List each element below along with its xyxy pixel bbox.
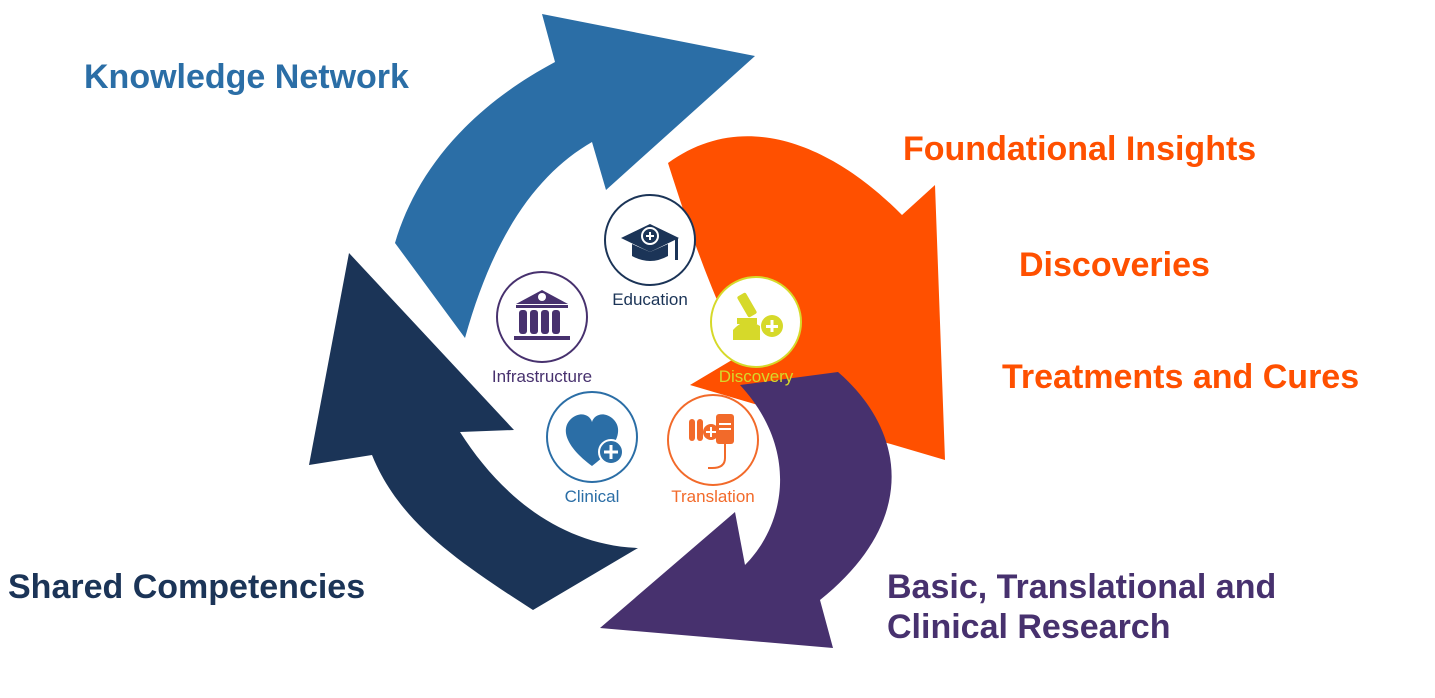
graduation-cap-icon xyxy=(621,224,679,261)
infrastructure-label: Infrastructure xyxy=(492,367,592,386)
education-badge: Education xyxy=(604,194,696,309)
microscope-icon xyxy=(733,292,783,340)
infrastructure-badge: Infrastructure xyxy=(492,271,592,386)
translation-badge: Translation xyxy=(667,394,759,506)
research-label-line1: Basic, Translational and xyxy=(887,568,1277,606)
knowledge-network-label: Knowledge Network xyxy=(84,58,409,96)
research-label-line2: Clinical Research xyxy=(887,608,1171,646)
translation-label: Translation xyxy=(671,487,754,506)
education-label: Education xyxy=(612,290,688,309)
shared-competencies-arrow xyxy=(309,253,638,610)
foundational-insights-arrow xyxy=(668,136,945,460)
treatments-and-cures-label: Treatments and Cures xyxy=(1002,358,1360,396)
discovery-badge: Discovery xyxy=(710,276,802,386)
discoveries-label: Discoveries xyxy=(1019,246,1210,284)
shared-competencies-label: Shared Competencies xyxy=(8,568,366,606)
heart-plus-icon xyxy=(565,414,624,466)
foundational-insights-label: Foundational Insights xyxy=(903,130,1257,168)
research-arrow xyxy=(600,372,892,648)
discovery-label: Discovery xyxy=(719,367,794,386)
lab-iv-bag-icon xyxy=(689,414,734,469)
clinical-label: Clinical xyxy=(565,487,620,506)
institution-test-tubes-icon xyxy=(514,290,570,340)
knowledge-network-arrow xyxy=(395,14,755,338)
translation-circle xyxy=(667,394,759,486)
research-label: Basic, Translational and Clinical Resear… xyxy=(887,567,1407,647)
clinical-badge: Clinical xyxy=(546,391,638,506)
